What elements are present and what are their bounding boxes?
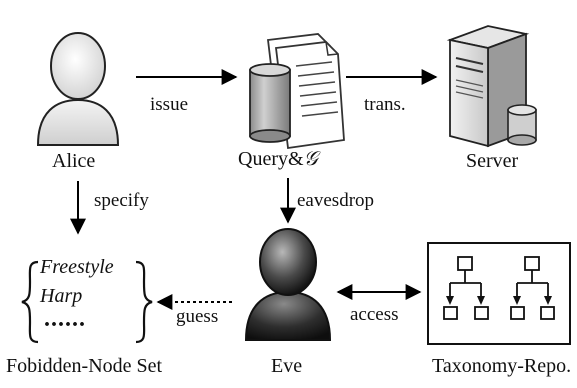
guess-label: guess: [176, 306, 219, 327]
server-label: Server: [466, 150, 519, 172]
issue-label: issue: [150, 94, 188, 115]
eve-icon: [244, 228, 332, 341]
alice-label: Alice: [52, 150, 96, 172]
database-cylinder-icon: [249, 63, 291, 143]
specify-label: specify: [94, 190, 149, 211]
forbidden-set-label: Fobidden-Node Set: [6, 355, 163, 377]
taxonomy-label: Taxonomy-Repo.: [432, 355, 572, 377]
eavesdrop-label: eavesdrop: [297, 190, 375, 211]
trans-label: trans.: [364, 94, 406, 115]
server-icon: [446, 25, 537, 148]
access-label: access: [350, 304, 399, 325]
eve-label: Eve: [271, 355, 303, 377]
forbidden-item-freestyle: Freestyle: [40, 256, 114, 278]
set-brace-icon: [21, 260, 153, 344]
query-label-text: Query&: [238, 148, 304, 170]
forbidden-item-harp: Harp: [40, 285, 83, 307]
forbidden-item-ellipsis: ......: [44, 306, 86, 332]
query-graph-symbol: 𝒢: [303, 146, 318, 170]
taxonomy-tree-icon: [427, 242, 571, 345]
alice-icon: [36, 32, 120, 146]
query-label: Query&𝒢: [238, 146, 318, 171]
